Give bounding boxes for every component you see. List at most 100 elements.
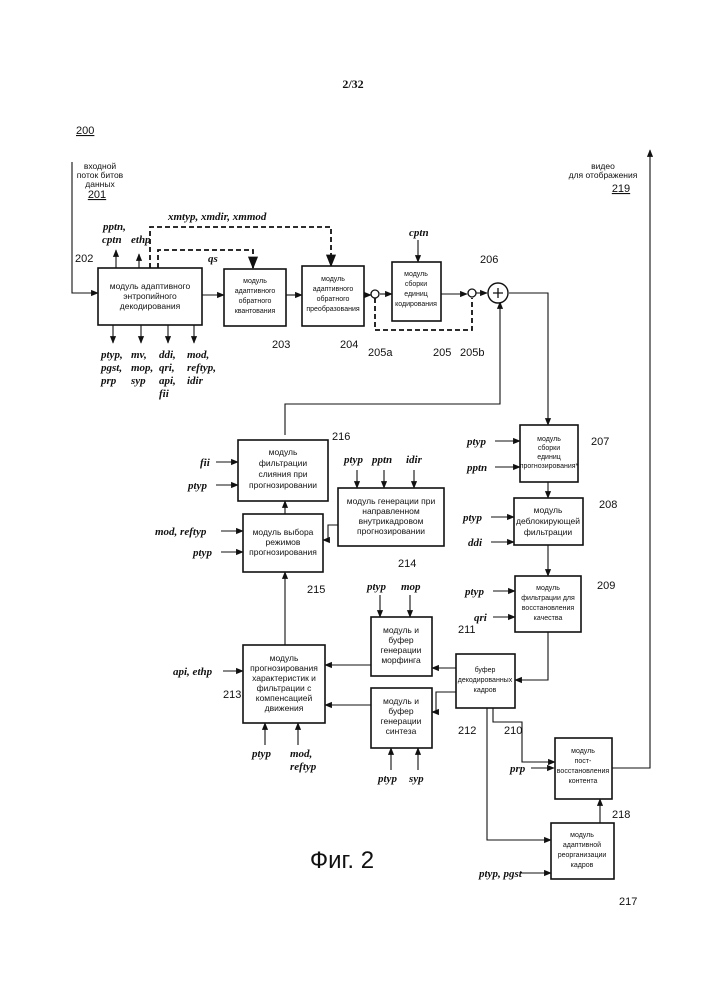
- entropy-decoder-line1: модуль адаптивного: [110, 281, 191, 291]
- inverse-transform-line4: преобразования: [306, 305, 360, 313]
- fusion-line2: фильтрации: [259, 458, 307, 468]
- mode-sel-box: модуль выбора режимов прогнозирования: [243, 514, 323, 572]
- sig-211-ptyp: ptyp: [366, 581, 386, 593]
- adder-to-207: [509, 293, 548, 425]
- ref-218: 218: [612, 809, 630, 821]
- inverse-quant-box: модуль адаптивного обратного квантования: [224, 269, 286, 326]
- line-218-output: [612, 150, 650, 768]
- qr-filter-line3: восстановления: [522, 605, 575, 612]
- restore-line1: модуль: [571, 748, 595, 755]
- deblock-line2: деблокирующей: [516, 516, 580, 526]
- ref-206: 206: [480, 254, 498, 266]
- fusion-line1: модуль: [269, 447, 298, 457]
- ref-216: 216: [332, 431, 350, 443]
- ref-205b: 205b: [460, 347, 484, 359]
- reorg-line4: кадров: [571, 862, 594, 869]
- ref-212: 212: [458, 725, 476, 737]
- sig-out4-a: mod,: [187, 349, 209, 361]
- ref-215: 215: [307, 584, 325, 596]
- qr-filter-box: модуль фильтрации для восстановления кач…: [515, 576, 581, 632]
- sig-215-ptyp: ptyp: [192, 547, 212, 559]
- mc-pred-line5: компенсацией: [256, 693, 313, 703]
- pu-assembler-line1: модуль: [537, 436, 561, 443]
- sig-213-reftyp: reftyp: [290, 761, 317, 773]
- mc-pred-line4: фильтрации с: [257, 683, 313, 693]
- sig-cptn-left: cptn: [102, 234, 122, 246]
- line-214-215: [323, 525, 338, 540]
- sig-208-ddi: ddi: [468, 537, 483, 549]
- inverse-transform-box: модуль адаптивного обратного преобразова…: [302, 266, 364, 326]
- switch-node-a: [371, 290, 379, 298]
- sig-209-qri: qri: [474, 612, 488, 624]
- dpb-box: буфер декодированных кадров: [456, 654, 515, 708]
- mc-pred-line3: характеристик и: [252, 673, 316, 683]
- dashed-qs-signal: [158, 250, 253, 268]
- system-ref: 200: [76, 125, 94, 137]
- morph-line4: морфинга: [381, 655, 421, 665]
- sig-207-pptn: pptn: [466, 462, 487, 474]
- synth-line2: буфер: [388, 706, 414, 716]
- sig-215-mod: mod, reftyp: [155, 526, 207, 538]
- ref-213: 213: [223, 689, 241, 701]
- reorg-line2: адаптивной: [563, 841, 601, 849]
- inverse-quant-line4: квантования: [235, 308, 276, 315]
- mc-pred-line1: модуль: [270, 653, 299, 663]
- sig-xm: xmtyp, xmdir, xmmod: [167, 211, 267, 223]
- sig-qs: qs: [208, 253, 218, 265]
- restore-line3: восстановления: [557, 768, 610, 775]
- sig-208-ptyp: ptyp: [462, 512, 482, 524]
- inverse-transform-line3: обратного: [317, 295, 350, 303]
- mode-sel-line1: модуль выбора: [253, 527, 314, 537]
- cu-assembler-line2: сборки: [405, 280, 427, 288]
- sig-out3-a: ddi,: [159, 349, 176, 361]
- morph-line1: модуль и: [383, 625, 419, 635]
- synth-line3: генерации: [381, 716, 422, 726]
- entropy-decoder-line3: декодирования: [120, 301, 181, 311]
- sig-out2-b: mop,: [131, 362, 153, 374]
- output-label-2: для отображения: [569, 170, 638, 180]
- intra-pred-box: модуль генерации при направленном внутри…: [338, 488, 444, 546]
- intra-pred-line1: модуль генерации при: [347, 496, 436, 506]
- sig-214-ptyp: ptyp: [343, 454, 363, 466]
- mc-pred-box: модуль прогнозирования характеристик и ф…: [243, 645, 325, 723]
- deblock-box: модуль деблокирующей фильтрации: [514, 498, 583, 545]
- sig-214-pptn: pptn: [371, 454, 392, 466]
- sig-out2-a: mv,: [131, 349, 147, 361]
- ref-205a: 205a: [368, 347, 393, 359]
- reorg-line3: реорганизации: [558, 852, 607, 859]
- figure-caption: Фиг. 2: [310, 847, 374, 874]
- ref-205: 205: [433, 347, 451, 359]
- entropy-decoder-line2: энтропийного: [123, 291, 177, 301]
- cu-assembler-line3: единиц: [404, 291, 428, 298]
- output-ref: 219: [612, 183, 630, 195]
- adder-node: [488, 283, 508, 303]
- pu-assembler-line4: прогнозирования*: [520, 463, 579, 470]
- entropy-decoder-box: модуль адаптивного энтропийного декодиро…: [98, 268, 202, 325]
- inverse-transform-line1: модуль: [321, 276, 345, 283]
- fusion-line4: прогнозировании: [249, 480, 317, 490]
- ref-217: 217: [619, 896, 637, 908]
- input-label-3: данных: [85, 179, 115, 189]
- sig-out4-c: idir: [187, 375, 204, 387]
- qr-filter-line4: качества: [534, 615, 563, 622]
- switch-node-b: [468, 289, 476, 297]
- ref-202: 202: [75, 253, 93, 265]
- qr-filter-line2: фильтрации для: [521, 595, 575, 602]
- restore-line2: пост-: [575, 758, 592, 765]
- sig-out3-c: api,: [159, 375, 176, 387]
- fusion-line3: слияния при: [258, 469, 307, 479]
- sig-212-ptyp: ptyp: [377, 773, 397, 785]
- sig-207-ptyp: ptyp: [466, 436, 486, 448]
- pu-assembler-box: модуль сборки единиц прогнозирования*: [520, 425, 579, 482]
- synth-box: модуль и буфер генерации синтеза: [371, 688, 432, 748]
- ref-211: 211: [458, 624, 476, 636]
- inverse-quant-line2: адаптивного: [235, 288, 276, 295]
- ref-203: 203: [272, 339, 290, 351]
- morph-box: модуль и буфер генерации морфинга: [371, 617, 432, 676]
- sig-out1-a: ptyp,: [100, 349, 123, 361]
- cu-assembler-line4: кодирования: [395, 301, 437, 308]
- sig-out4-b: reftyp,: [187, 362, 216, 374]
- sig-216-ptyp: ptyp: [187, 480, 207, 492]
- fusion-box: модуль фильтрации слияния при прогнозиро…: [238, 440, 328, 501]
